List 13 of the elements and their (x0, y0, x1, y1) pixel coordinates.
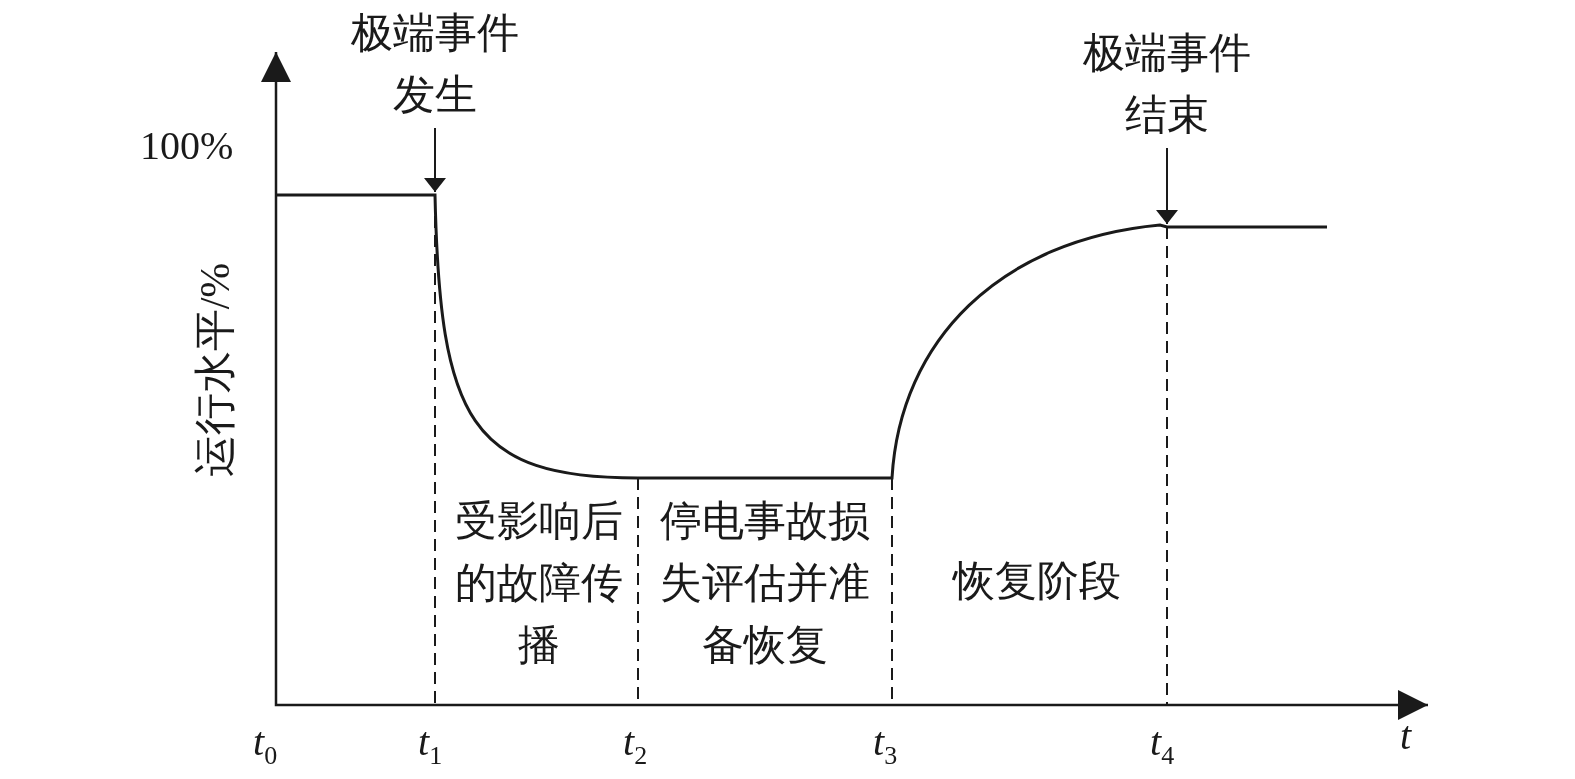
axis-title: 运行水平/% (191, 261, 239, 480)
tick-label: t$_{2}$ (623, 718, 648, 771)
axis-title: t (1400, 712, 1412, 759)
event-label: 极端事件发生 (345, 2, 525, 126)
tick-label: t$_{1}$ (418, 718, 443, 771)
tick-label: t$_{3}$ (873, 718, 898, 771)
tick-label: t$_{0}$ (253, 718, 278, 771)
phase-label: 停电事故损失评估并准备恢复 (659, 497, 871, 670)
event-label: 极端事件结束 (1077, 22, 1257, 146)
phase-label: 受影响后的故障传播 (454, 497, 624, 670)
tick-label: t$_{4}$ (1150, 718, 1175, 771)
axis-value-label: 100% (140, 122, 234, 170)
phase-label: 恢复阶段 (951, 557, 1122, 606)
